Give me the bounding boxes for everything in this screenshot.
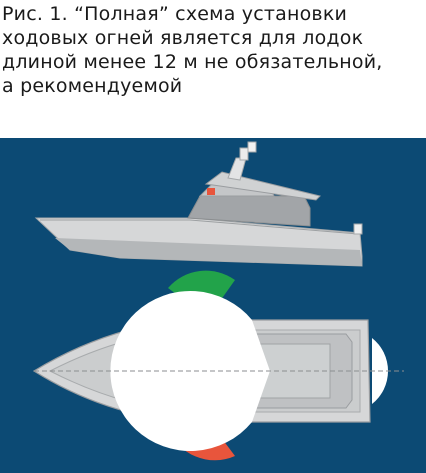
side-sheer-line xyxy=(40,219,359,235)
boat-side-view xyxy=(34,141,363,267)
boat-top-view xyxy=(32,270,404,461)
caption-line-4: а рекомендуемой xyxy=(2,75,183,97)
navigation-lights-diagram xyxy=(0,138,426,473)
side-hull-shadow xyxy=(55,238,362,266)
caption-line-1: Рис. 1. “Полная” схема установки xyxy=(2,3,348,25)
side-stern-light-icon xyxy=(353,223,363,235)
side-mast-light xyxy=(247,141,257,153)
side-running-light-icon xyxy=(207,188,215,195)
caption-line-2: ходовых огней является для лодок xyxy=(2,27,364,49)
figure-caption: Рис. 1. “Полная” схема установки ходовых… xyxy=(2,2,422,98)
caption-line-3: длиной менее 12 м не обязательной, xyxy=(2,51,383,73)
side-cabin xyxy=(187,195,311,227)
diagram-canvas xyxy=(0,138,426,473)
side-mast-top xyxy=(239,147,249,161)
